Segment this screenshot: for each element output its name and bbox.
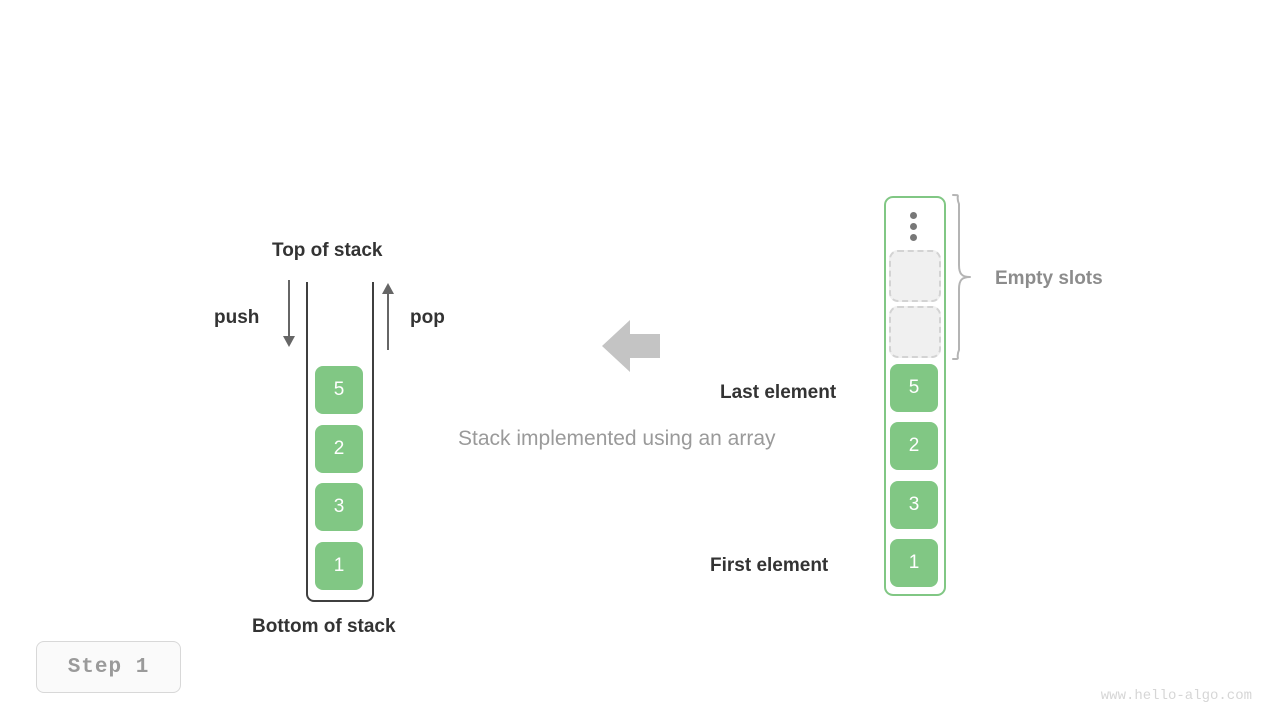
bottom-of-stack-label: Bottom of stack: [252, 616, 396, 637]
stack-cell: 5: [315, 366, 363, 414]
array-cell: 3: [890, 481, 938, 529]
empty-slot: [889, 250, 941, 302]
diagram-caption: Stack implemented using an array: [458, 427, 776, 450]
stack-cell: 3: [315, 483, 363, 531]
stack-cell: 1: [315, 542, 363, 590]
watermark: www.hello-algo.com: [1100, 688, 1252, 704]
array-cell: 1: [890, 539, 938, 587]
push-label: push: [214, 307, 260, 328]
empty-slots-brace-icon: [952, 194, 971, 360]
vertical-ellipsis-icon: [910, 212, 918, 242]
array-cell: 2: [890, 422, 938, 470]
pop-arrow-shaft: [387, 294, 389, 350]
empty-slots-label: Empty slots: [995, 268, 1103, 289]
array-cell: 5: [890, 364, 938, 412]
stack-cell: 2: [315, 425, 363, 473]
push-arrow-head-icon: [283, 336, 295, 347]
last-element-label: Last element: [720, 382, 837, 403]
push-arrow-shaft: [288, 280, 290, 336]
stack-container: [306, 282, 374, 602]
step-badge: Step 1: [36, 641, 181, 693]
pop-label: pop: [410, 307, 445, 328]
pop-arrow-head-icon: [382, 283, 394, 294]
left-pointing-arrow-icon: [602, 320, 660, 372]
empty-slot: [889, 306, 941, 358]
first-element-label: First element: [710, 555, 829, 576]
top-of-stack-label: Top of stack: [272, 240, 383, 261]
